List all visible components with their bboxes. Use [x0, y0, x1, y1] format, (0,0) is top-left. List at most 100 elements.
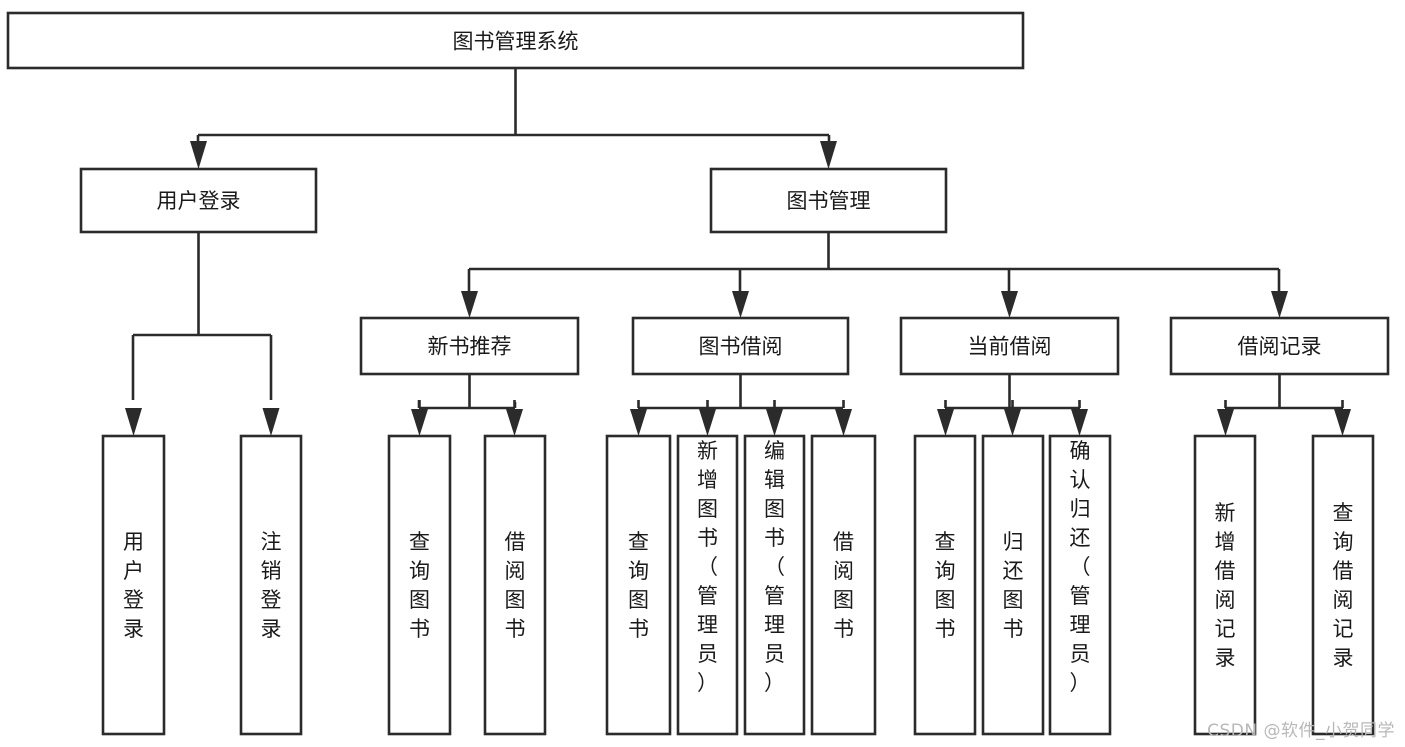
- user-login-box[interactable]: [79, 167, 318, 234]
- node-current-borrow[interactable]: 当前借阅: [899, 316, 1120, 376]
- leaf-char: 书: [833, 617, 854, 641]
- leaf-char: 书: [628, 617, 649, 641]
- leaf-node[interactable]: 查询借阅记录: [1311, 434, 1375, 736]
- leaf-char: ）: [764, 671, 785, 695]
- leaf-char: 图: [764, 497, 785, 521]
- leaf-node[interactable]: 查询图书: [913, 434, 977, 736]
- leaf-query-book-2-label: 查询图书: [628, 530, 649, 641]
- leaf-char: 借: [833, 530, 854, 554]
- leaf-query-book-3-label: 查询图书: [935, 530, 956, 641]
- leaf-char: 借: [1215, 559, 1236, 583]
- leaf-char: 新: [1215, 501, 1236, 525]
- connector-bookmgmt-to-level3: [467, 232, 1281, 293]
- leaf-node[interactable]: 查询图书: [387, 434, 452, 736]
- connector-root-to-level2: [196, 68, 831, 160]
- leaf-char: 询: [935, 559, 956, 583]
- leaf-query-book-1-box[interactable]: [387, 434, 452, 736]
- leaf-char: 增: [697, 468, 718, 492]
- leaf-char: 借: [1333, 559, 1354, 583]
- leaf-char: 员: [1070, 642, 1091, 666]
- arrowhead-to-leaf-add-book-admin: [699, 409, 716, 436]
- leaf-char: 询: [1333, 530, 1354, 554]
- leaf-char: 员: [697, 642, 718, 666]
- arrowhead-to-leaf-query-book-3: [937, 409, 954, 436]
- leaf-char: 书: [1003, 617, 1024, 641]
- leaf-borrow-book-1-label: 借阅图书: [505, 530, 526, 641]
- leaf-query-borrow-record-box[interactable]: [1311, 434, 1375, 736]
- arrowhead-to-leaf-return-book: [1004, 409, 1021, 436]
- leaf-char: 管: [697, 584, 718, 608]
- book-borrow-box[interactable]: [631, 316, 850, 376]
- arrowhead-to-leaf-query-book-1: [411, 409, 428, 436]
- node-new-book-recommend[interactable]: 新书推荐: [359, 316, 580, 376]
- leaf-return-book-box[interactable]: [981, 434, 1045, 736]
- new-book-recommend-box[interactable]: [359, 316, 580, 376]
- leaf-node[interactable]: 确认归还（管理员）: [1048, 434, 1112, 736]
- leaf-query-book-3-box[interactable]: [913, 434, 977, 736]
- arrowhead-to-leaf-confirm-return-admin: [1071, 409, 1088, 436]
- leaf-node[interactable]: 用户登录: [101, 434, 166, 736]
- leaf-edit-book-admin-box[interactable]: [743, 434, 806, 736]
- leaf-char: 理: [764, 613, 785, 637]
- current-borrow-box[interactable]: [899, 316, 1120, 376]
- leaf-char: 查: [409, 530, 430, 554]
- leaf-borrow-book-2-label: 借阅图书: [833, 530, 854, 641]
- leaf-char: 查: [935, 530, 956, 554]
- leaf-char: 理: [1070, 613, 1091, 637]
- leaf-edit-book-admin-label: 编辑图书（管理员）: [764, 439, 785, 695]
- leaf-query-book-1-label: 查询图书: [409, 530, 430, 641]
- arrowhead-to-leaf-add-borrow-record: [1217, 409, 1234, 436]
- leaf-char: 录: [1215, 646, 1236, 670]
- leaf-node[interactable]: 借阅图书: [483, 434, 547, 736]
- leaf-char: 编: [764, 439, 785, 463]
- arrowhead-to-leaf-query-borrow-record: [1334, 409, 1351, 436]
- leaf-logout-login-box[interactable]: [239, 434, 303, 736]
- leaf-char: 注: [261, 530, 282, 554]
- leaf-query-book-2-box[interactable]: [605, 434, 672, 736]
- leaf-char: 新: [697, 439, 718, 463]
- arrowhead-to-leaf-borrow-book-2: [835, 409, 852, 436]
- leaf-node[interactable]: 新增借阅记录: [1193, 434, 1257, 736]
- leaf-char: 销: [261, 559, 282, 583]
- current-borrow-label: 当前借阅: [968, 335, 1052, 359]
- leaf-char: 理: [697, 613, 718, 637]
- node-book-management[interactable]: 图书管理: [709, 167, 948, 234]
- leaf-char: 记: [1333, 617, 1354, 641]
- leaf-node[interactable]: 新增图书（管理员）: [676, 434, 739, 736]
- leaf-node[interactable]: 注销登录: [239, 434, 303, 736]
- book-management-box[interactable]: [709, 167, 948, 234]
- leaf-borrow-book-2-box[interactable]: [810, 434, 877, 736]
- leaf-node[interactable]: 借阅图书: [810, 434, 877, 736]
- leaf-node[interactable]: 归还图书: [981, 434, 1045, 736]
- connector-currentborrow-to-leaves: [944, 374, 1081, 410]
- borrow-record-label: 借阅记录: [1238, 335, 1322, 359]
- leaf-user-login-box[interactable]: [101, 434, 166, 736]
- leaf-add-book-admin-box[interactable]: [676, 434, 739, 736]
- leaf-borrow-book-1-box[interactable]: [483, 434, 547, 736]
- node-user-login[interactable]: 用户登录: [79, 167, 318, 234]
- leaf-node[interactable]: 查询图书: [605, 434, 672, 736]
- node-root-system[interactable]: 图书管理系统: [6, 11, 1025, 70]
- leaf-char: （: [697, 555, 718, 579]
- new-book-recommend-label: 新书推荐: [428, 335, 512, 359]
- leaf-node[interactable]: 编辑图书（管理员）: [743, 434, 806, 736]
- leaf-add-borrow-record-box[interactable]: [1193, 434, 1257, 736]
- leaf-char: 图: [935, 588, 956, 612]
- leaf-confirm-return-admin-box[interactable]: [1048, 434, 1112, 736]
- leaf-char: 还: [1070, 526, 1091, 550]
- arrowhead-to-leaf-query-book-2: [630, 409, 647, 436]
- arrowhead-to-current-borrow: [1001, 291, 1018, 318]
- leaf-char: 查: [628, 530, 649, 554]
- leaf-char: 记: [1215, 617, 1236, 641]
- connector-group: [131, 68, 1344, 410]
- leaf-char: 书: [505, 617, 526, 641]
- borrow-record-box[interactable]: [1169, 316, 1390, 376]
- node-book-borrow[interactable]: 图书借阅: [631, 316, 850, 376]
- leaf-char: 还: [1003, 559, 1024, 583]
- leaf-char: 录: [261, 617, 282, 641]
- leaf-char: 增: [1215, 530, 1236, 554]
- leaf-char: 员: [764, 642, 785, 666]
- node-borrow-record[interactable]: 借阅记录: [1169, 316, 1390, 376]
- leaf-char: 录: [1333, 646, 1354, 670]
- root-box[interactable]: [6, 11, 1025, 70]
